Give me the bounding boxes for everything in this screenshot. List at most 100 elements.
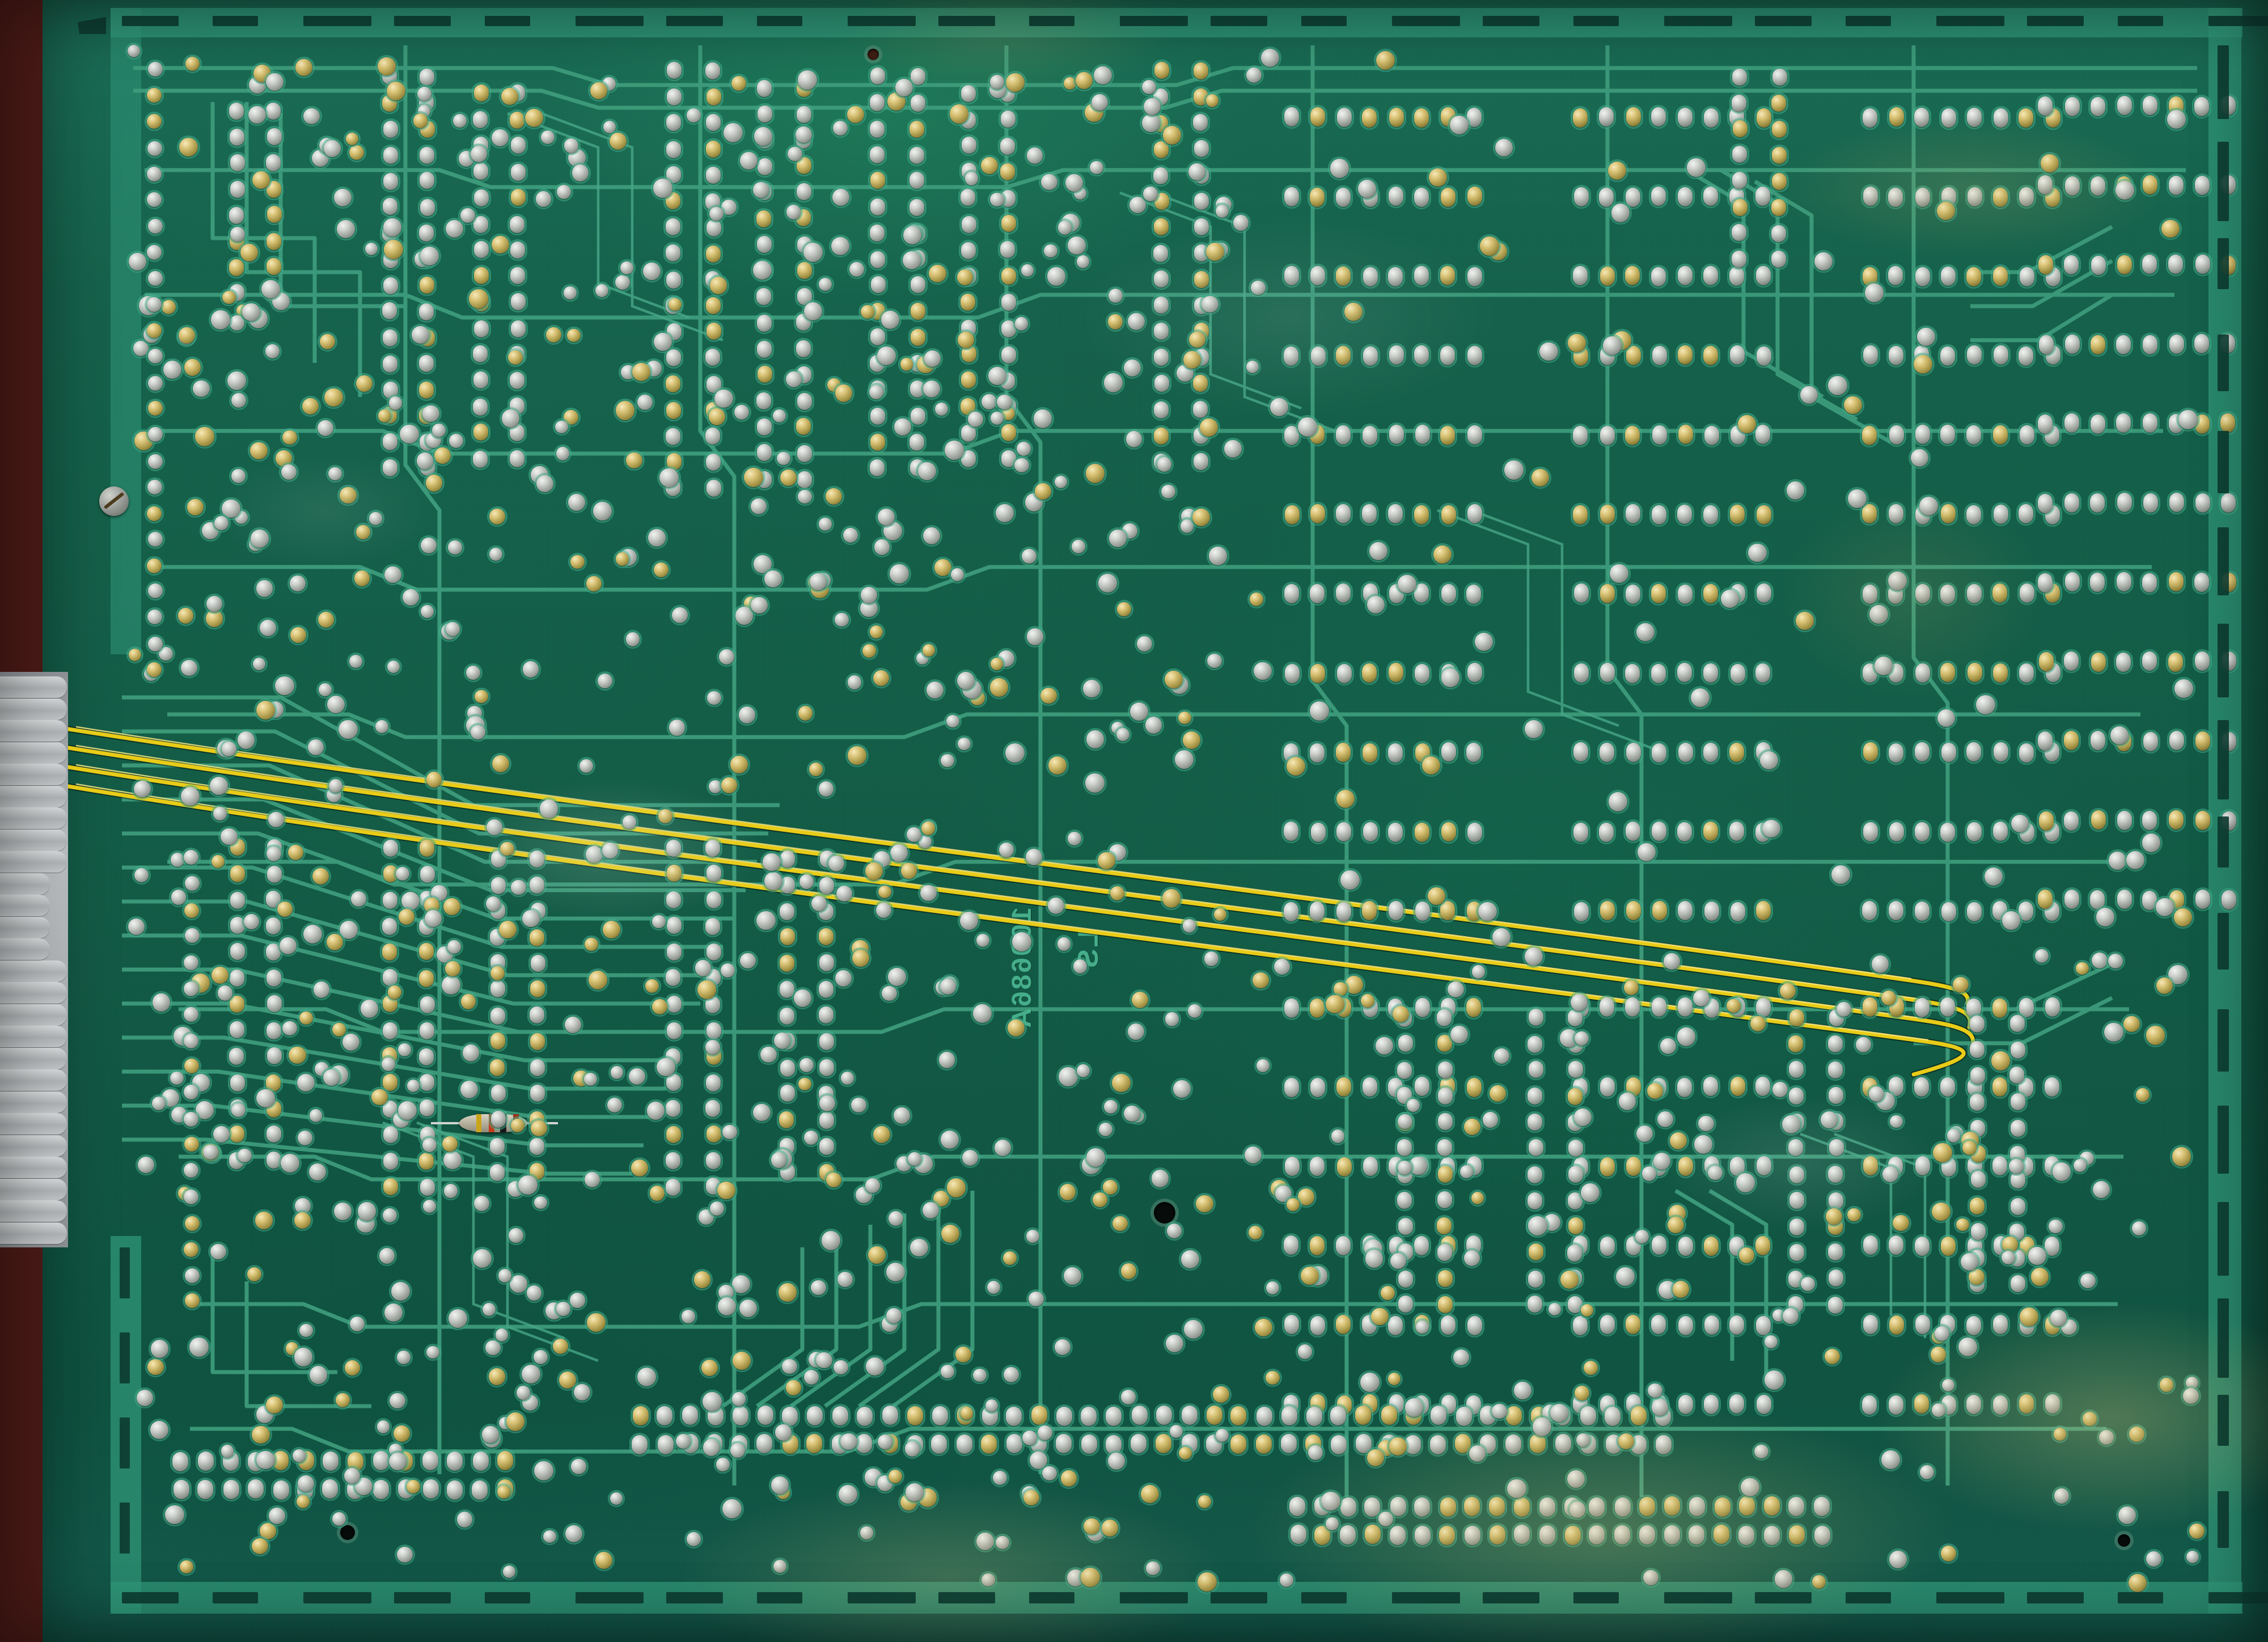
ground-border-dash: [2208, 1592, 2268, 1603]
solder-joint: [1311, 346, 1326, 366]
connector-finger[interactable]: [0, 1047, 67, 1069]
connector-finger[interactable]: [0, 720, 67, 742]
connector-finger[interactable]: [0, 1157, 67, 1178]
ground-border-dash: [2027, 1592, 2084, 1603]
ground-border-dash: [213, 1592, 258, 1603]
solder-joint: [1467, 266, 1483, 286]
solder-joint: [1335, 187, 1351, 207]
ground-border-dash: [1392, 1592, 1460, 1603]
solder-joint: [1414, 505, 1429, 524]
ground-border-dash: [1029, 16, 1074, 26]
solder-joint: [1363, 426, 1378, 446]
solder-joint: [1284, 505, 1300, 525]
connector-finger[interactable]: [0, 1113, 67, 1135]
card-edge-connector[interactable]: [0, 672, 68, 1247]
ground-border-dash: [2118, 16, 2163, 26]
ground-border-dash: [120, 1417, 130, 1469]
connector-finger[interactable]: [0, 1004, 67, 1026]
ground-border-dash: [120, 1503, 130, 1554]
ground-border-dash: [576, 1592, 644, 1603]
ground-border-dash: [2218, 1395, 2229, 1446]
ground-border-left-upper: [111, 8, 141, 654]
connector-finger[interactable]: [0, 698, 67, 720]
solder-joint: [1414, 187, 1429, 207]
connector-finger[interactable]: [0, 851, 67, 873]
ground-border-dash: [1029, 1592, 1074, 1603]
ground-border-dash: [2218, 816, 2229, 867]
ground-border-dash: [2208, 16, 2268, 26]
solder-joint: [1388, 266, 1403, 286]
ground-border-dash: [2218, 1202, 2229, 1276]
solder-joint: [1361, 108, 1377, 128]
solder-joint: [1414, 345, 1429, 365]
mounting-hole: [868, 49, 879, 60]
solder-joint: [1284, 663, 1300, 683]
connector-finger[interactable]: [0, 742, 67, 764]
ground-border-dash: [2218, 431, 2229, 493]
ground-border-dash: [2118, 1592, 2163, 1603]
connector-finger[interactable]: [0, 960, 67, 982]
ground-border-dash: [1936, 1592, 2004, 1603]
connector-finger[interactable]: [0, 764, 67, 785]
solder-joint: [1363, 346, 1378, 366]
solder-joint: [1441, 188, 1456, 208]
connector-finger[interactable]: [0, 1135, 67, 1157]
mod-wire: [63, 764, 1975, 1051]
ground-border-dash: [2218, 1491, 2229, 1548]
ground-border-dash: [848, 16, 916, 26]
solder-joint: [1466, 585, 1481, 604]
connector-finger[interactable]: [0, 1091, 67, 1113]
ground-border-dash: [122, 1592, 179, 1603]
ground-border-dash: [1211, 16, 1267, 26]
connector-finger[interactable]: [0, 1200, 67, 1222]
mounting-hole: [340, 1525, 355, 1540]
solder-joint: [1335, 583, 1351, 603]
mounting-hole: [2118, 1534, 2130, 1547]
ground-border-dash: [848, 1592, 916, 1603]
connector-finger[interactable]: [0, 873, 50, 895]
ground-border-dash: [1120, 16, 1188, 26]
ground-border-dash: [576, 16, 644, 26]
ground-border-dash: [2218, 624, 2229, 697]
connector-finger[interactable]: [0, 1178, 67, 1200]
ground-border-dash: [2218, 45, 2229, 119]
solder-joint: [1336, 346, 1351, 366]
connector-finger[interactable]: [0, 895, 50, 916]
ground-border-dash: [485, 16, 530, 26]
solder-joint: [1467, 425, 1482, 445]
solder-joint: [1440, 425, 1455, 445]
connector-finger[interactable]: [0, 938, 50, 960]
ground-border-dash: [2218, 527, 2229, 595]
connector-finger[interactable]: [0, 1069, 67, 1091]
solder-joint: [1310, 663, 1326, 683]
ground-border-dash: [120, 1247, 130, 1298]
connector-finger[interactable]: [0, 785, 67, 807]
ground-border-dash: [1483, 1592, 1539, 1603]
solder-joint: [1363, 267, 1378, 287]
connector-finger[interactable]: [0, 829, 67, 851]
solder-joint: [1415, 425, 1431, 445]
ground-border-dash: [2218, 913, 2229, 970]
ground-border-dash: [303, 16, 371, 26]
solder-joint: [1337, 107, 1352, 127]
ground-border-dash: [1573, 16, 1619, 26]
connector-finger[interactable]: [0, 1222, 67, 1244]
ground-border-dash: [1392, 16, 1460, 26]
connector-finger[interactable]: [0, 982, 67, 1004]
connector-finger[interactable]: [0, 676, 67, 698]
connector-finger[interactable]: [0, 1026, 67, 1047]
ground-border-dash: [938, 1592, 995, 1603]
mounting-hole: [1154, 1202, 1175, 1224]
ground-border-dash: [394, 16, 451, 26]
resistor-band-1: [476, 1114, 481, 1132]
solder-joint: [1310, 265, 1325, 285]
connector-finger[interactable]: [0, 916, 50, 938]
solder-joint: [1440, 346, 1455, 366]
solder-joint: [1284, 265, 1300, 285]
solder-joint: [1309, 187, 1325, 207]
solder-joint: [1335, 503, 1351, 523]
connector-finger[interactable]: [0, 807, 67, 829]
mod-wire: [63, 726, 1970, 1006]
ground-border-dash: [1936, 16, 2004, 26]
ground-dash-group: [43, 0, 2268, 1642]
